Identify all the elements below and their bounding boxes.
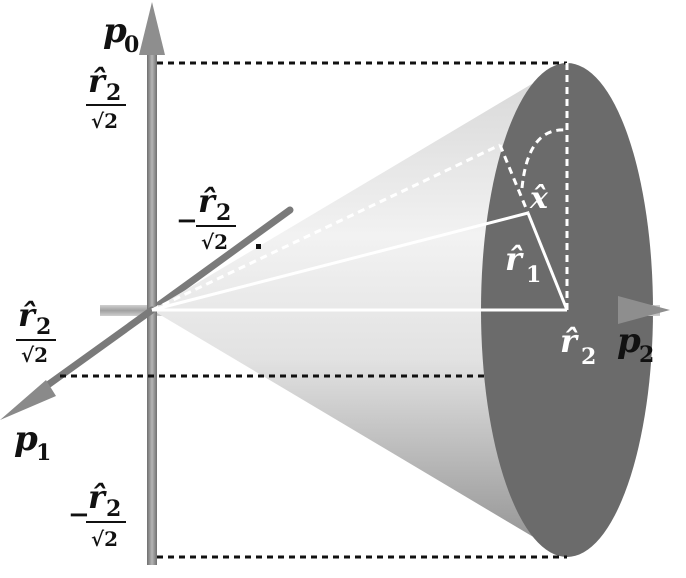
white-solid-lines — [151, 211, 569, 312]
svg-text:√2: √2 — [21, 343, 48, 367]
p1-label: p 1 — [14, 419, 51, 466]
angle-arc — [520, 128, 566, 189]
p2-label: p 2 — [617, 321, 654, 368]
svg-text:r̂: r̂ — [88, 62, 107, 100]
generator-line — [151, 211, 529, 312]
svg-text:1: 1 — [36, 440, 51, 466]
p0-label: p 0 — [103, 11, 139, 58]
svg-text:2: 2 — [639, 342, 654, 368]
svg-text:2: 2 — [36, 314, 51, 340]
svg-text:p: p — [103, 11, 127, 51]
p0-axis-arrowhead — [139, 2, 165, 55]
svg-text:r̂: r̂ — [505, 240, 524, 278]
svg-text:0: 0 — [124, 32, 139, 58]
bottom-tick-label: − r̂ 2 √2 — [68, 478, 126, 551]
svg-text:1: 1 — [526, 262, 541, 288]
svg-text:√2: √2 — [201, 230, 228, 254]
r1-segment — [526, 212, 569, 311]
svg-text:−: − — [68, 500, 90, 530]
svg-text:r̂: r̂ — [560, 322, 579, 360]
top-tick-label: r̂ 2 √2 — [86, 62, 126, 133]
x-hat-label: x̂ — [529, 181, 549, 216]
svg-text:p: p — [617, 321, 641, 361]
r1-label: r̂ 1 — [505, 240, 541, 288]
svg-text:p: p — [14, 419, 38, 459]
chord-dashed-line — [498, 144, 530, 214]
svg-text:√2: √2 — [91, 109, 118, 133]
p1-axis-front-segment — [34, 306, 156, 396]
svg-text:r̂: r̂ — [88, 478, 107, 516]
p0-axis-shaft — [147, 40, 157, 565]
svg-text:2: 2 — [216, 200, 231, 226]
svg-text:2: 2 — [106, 80, 121, 106]
svg-text:r̂: r̂ — [18, 296, 37, 334]
svg-text:r̂: r̂ — [198, 182, 217, 220]
back-tick-label: − r̂ 2 √2 — [176, 182, 236, 254]
left-tick-label: r̂ 2 √2 — [16, 296, 56, 367]
svg-text:2: 2 — [106, 496, 121, 522]
p1-axis-arrowhead — [0, 380, 56, 420]
svg-text:−: − — [176, 206, 198, 236]
cone-upper-dashed-edge — [151, 143, 501, 312]
back-tick-mark — [256, 244, 261, 249]
p2-axis-arrowhead — [618, 296, 670, 324]
white-dashed-lines — [151, 63, 569, 312]
r2-label: r̂ 2 — [560, 322, 596, 370]
p1-axis-back-segment — [148, 206, 294, 314]
guide-lines — [60, 61, 567, 559]
svg-text:√2: √2 — [91, 527, 118, 551]
svg-text:2: 2 — [581, 344, 596, 370]
